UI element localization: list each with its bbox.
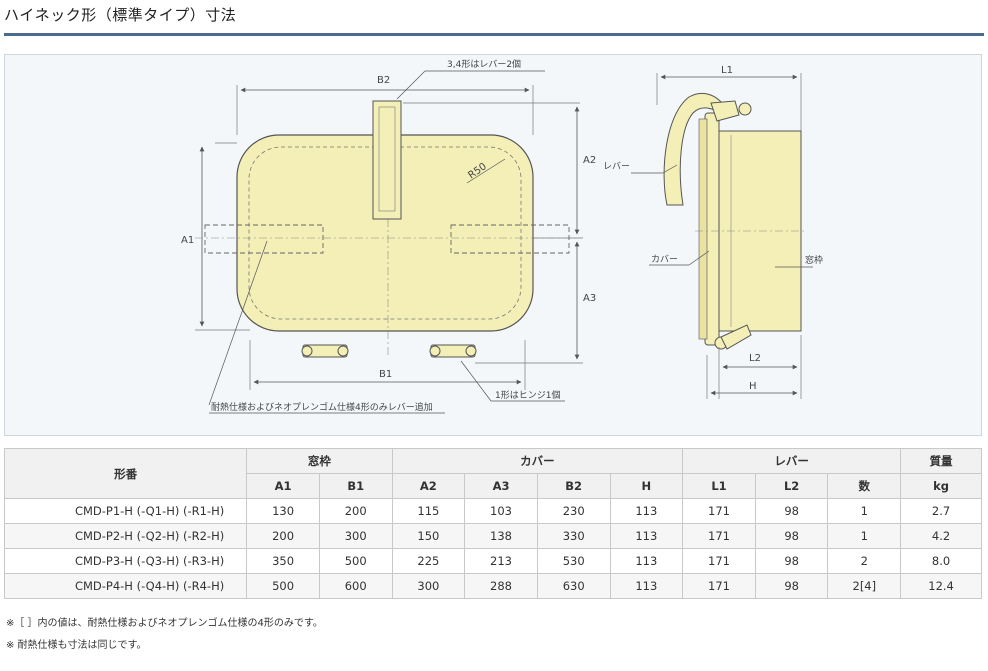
label-b1: B1 xyxy=(379,369,392,380)
cell-h: 113 xyxy=(609,548,684,574)
label-h: H xyxy=(749,381,757,392)
cell-l2: 98 xyxy=(754,523,829,549)
header-kg: kg xyxy=(900,473,982,499)
dimension-diagram: B2 A1 A2 A3 B1 xyxy=(4,54,982,436)
label-hinge-note: 1形はヒンジ1個 xyxy=(495,389,560,401)
label-cover: カバー xyxy=(651,254,678,265)
label-l1: L1 xyxy=(721,65,733,76)
cell-b1: 600 xyxy=(318,573,393,599)
cell-mass: 12.4 xyxy=(900,573,982,599)
cell-model: CMD-P4-H (-Q4-H) (-R4-H) xyxy=(3,573,248,599)
header-b1: B1 xyxy=(318,473,393,499)
table-row: CMD-P2-H (-Q2-H) (-R2-H) 200 300 150 138… xyxy=(3,523,982,549)
diagram-drawing: B2 A1 A2 A3 B1 xyxy=(181,58,823,414)
cell-b2: 630 xyxy=(536,573,611,599)
cell-a1: 500 xyxy=(246,573,320,599)
cell-count: 2[4] xyxy=(827,573,902,599)
label-a1: A1 xyxy=(181,235,194,246)
label-lever-note: 3,4形はレバー2個 xyxy=(447,58,521,70)
table-row: CMD-P4-H (-Q4-H) (-R4-H) 500 600 300 288… xyxy=(3,573,982,599)
cell-a1: 200 xyxy=(246,523,320,549)
cell-b1: 500 xyxy=(318,548,393,574)
cell-a2: 115 xyxy=(391,498,466,524)
label-frame: 窓枠 xyxy=(805,254,823,266)
cell-mass: 2.7 xyxy=(900,498,982,524)
spec-table: 形番 窓枠 カバー レバー 質量 A1 B1 A2 A3 B2 H L1 L2 … xyxy=(3,448,982,599)
cell-l1: 171 xyxy=(682,523,756,549)
header-mass: 質量 xyxy=(900,448,982,474)
front-view: B2 A1 A2 A3 B1 xyxy=(181,58,596,414)
label-heat-note: 耐熱仕様およびネオプレンゴム仕様4形のみレバー追加 xyxy=(211,401,433,413)
cell-count: 2 xyxy=(827,548,902,574)
cell-b1: 200 xyxy=(318,498,393,524)
footnotes: ※［ ］内の値は、耐熱仕様およびネオプレンゴム仕様の4形のみです。 ※ 耐熱仕様… xyxy=(6,613,323,657)
cell-b2: 530 xyxy=(536,548,611,574)
header-l1: L1 xyxy=(682,473,756,499)
side-view: L1 L2 H レバー xyxy=(603,65,823,399)
label-a3: A3 xyxy=(583,293,596,304)
cell-model: CMD-P2-H (-Q2-H) (-R2-H) xyxy=(3,523,248,549)
cell-h: 113 xyxy=(609,498,684,524)
table-row: CMD-P3-H (-Q3-H) (-R3-H) 350 500 225 213… xyxy=(3,548,982,574)
header-a1: A1 xyxy=(246,473,320,499)
title-divider xyxy=(4,33,984,36)
cell-l1: 171 xyxy=(682,548,756,574)
cell-l2: 98 xyxy=(754,498,829,524)
cell-l1: 171 xyxy=(682,573,756,599)
label-lever: レバー xyxy=(603,161,630,172)
cell-model: CMD-P1-H (-Q1-H) (-R1-H) xyxy=(3,498,248,524)
header-frame: 窓枠 xyxy=(246,448,393,474)
header-model: 形番 xyxy=(3,448,248,499)
header-lever: レバー xyxy=(682,448,902,474)
footnote: ※ 耐熱仕様も寸法は同じです。 xyxy=(6,640,147,651)
header-h: H xyxy=(609,473,684,499)
footnote: ※［ ］内の値は、耐熱仕様およびネオプレンゴム仕様の4形のみです。 xyxy=(6,618,323,629)
header-l2: L2 xyxy=(754,473,829,499)
page-title: ハイネック形（標準タイプ）寸法 xyxy=(4,6,237,24)
cell-mass: 4.2 xyxy=(900,523,982,549)
cell-h: 113 xyxy=(609,573,684,599)
cell-b2: 230 xyxy=(536,498,611,524)
cell-b2: 330 xyxy=(536,523,611,549)
header-a3: A3 xyxy=(464,473,538,499)
header-b2: B2 xyxy=(536,473,611,499)
table-row: CMD-P1-H (-Q1-H) (-R1-H) 130 200 115 103… xyxy=(3,498,982,524)
header-a2: A2 xyxy=(391,473,466,499)
cell-model: CMD-P3-H (-Q3-H) (-R3-H) xyxy=(3,548,248,574)
cell-a3: 138 xyxy=(464,523,538,549)
label-a2: A2 xyxy=(583,155,596,166)
cell-a2: 150 xyxy=(391,523,466,549)
label-l2: L2 xyxy=(749,353,761,364)
cell-a2: 300 xyxy=(391,573,466,599)
cell-h: 113 xyxy=(609,523,684,549)
cell-b1: 300 xyxy=(318,523,393,549)
cell-a1: 130 xyxy=(246,498,320,524)
label-b2: B2 xyxy=(377,75,390,86)
cell-mass: 8.0 xyxy=(900,548,982,574)
cell-a3: 103 xyxy=(464,498,538,524)
header-cover: カバー xyxy=(391,448,684,474)
cell-count: 1 xyxy=(827,498,902,524)
cell-a3: 288 xyxy=(464,573,538,599)
cell-l2: 98 xyxy=(754,573,829,599)
cell-l1: 171 xyxy=(682,498,756,524)
cell-a2: 225 xyxy=(391,548,466,574)
cell-l2: 98 xyxy=(754,548,829,574)
cell-count: 1 xyxy=(827,523,902,549)
header-count: 数 xyxy=(827,473,902,499)
cell-a3: 213 xyxy=(464,548,538,574)
cell-a1: 350 xyxy=(246,548,320,574)
